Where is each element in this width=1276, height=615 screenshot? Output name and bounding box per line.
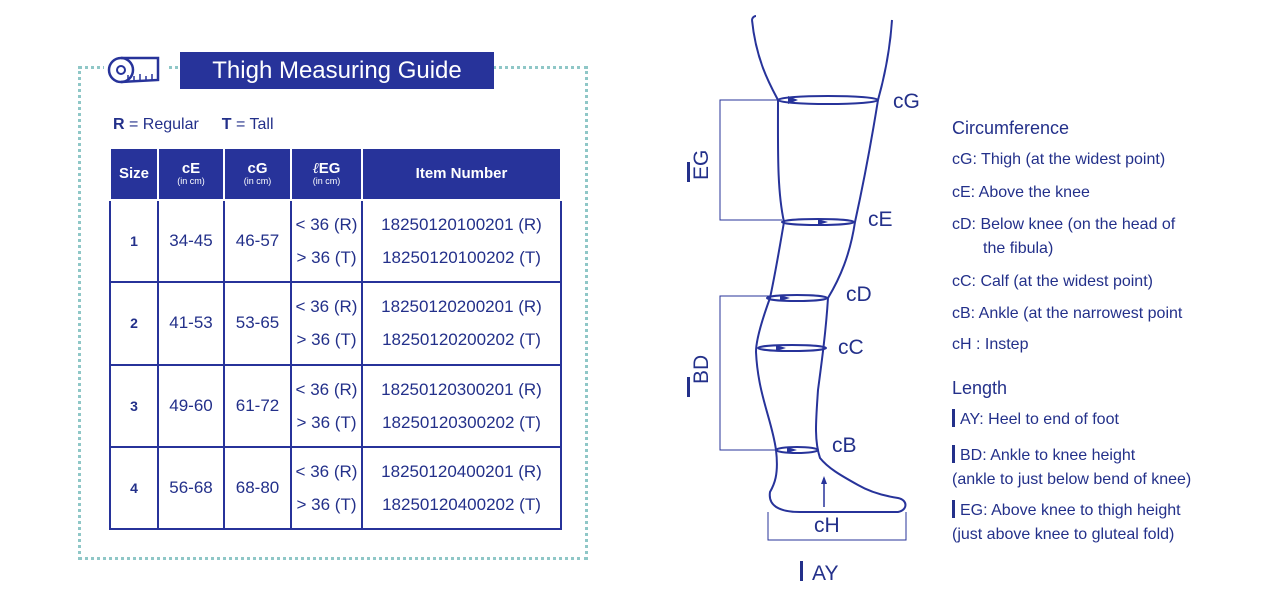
circumference-item: cC: Calf (at the widest point) [952, 273, 1153, 290]
eg-cell: < 36 (R)> 36 (T) [290, 198, 363, 284]
table-row: 1 34-45 46-57 < 36 (R)> 36 (T) 182501201… [109, 198, 562, 284]
length-bar-icon [952, 445, 955, 463]
measuring-tape-icon [104, 50, 168, 90]
circumference-item: cB: Ankle (at the narrowest point [952, 305, 1183, 322]
length-item-cont: (ankle to just below bend of knee) [952, 471, 1192, 488]
ce-cell: 56-68 [157, 445, 225, 531]
size-cell: 2 [109, 281, 159, 366]
circumference-item: cD: Below knee (on the head of [952, 216, 1176, 233]
ce-cell: 41-53 [157, 281, 225, 366]
header-ce: cE(in cm) [157, 147, 225, 201]
bd-bar-icon [687, 377, 690, 397]
label-cg: cG [893, 90, 920, 113]
size-cell: 4 [109, 445, 159, 531]
header-eg: ℓEG(in cm) [290, 147, 363, 201]
length-bar-icon [952, 409, 955, 427]
eg-cell: < 36 (R)> 36 (T) [290, 445, 363, 531]
header-item-number: Item Number [361, 147, 562, 201]
length-item: BD: Ankle to knee height [952, 444, 1135, 468]
eg-cell: < 36 (R)> 36 (T) [290, 363, 363, 448]
label-ce: cE [868, 208, 893, 231]
cg-cell: 46-57 [223, 198, 292, 284]
legend-t-text: = Tall [235, 116, 274, 133]
ce-cell: 34-45 [157, 198, 225, 284]
page-title: Thigh Measuring Guide [180, 52, 494, 89]
ce-cell: 49-60 [157, 363, 225, 448]
eg-cell: < 36 (R)> 36 (T) [290, 281, 363, 366]
item-number-cell: 18250120400201 (R)18250120400202 (T) [361, 445, 562, 531]
circumference-item: cG: Thigh (at the widest point) [952, 151, 1166, 168]
circumference-item: cH : Instep [952, 336, 1029, 353]
table-row: 2 41-53 53-65 < 36 (R)> 36 (T) 182501202… [109, 281, 562, 366]
header-size: Size [109, 147, 159, 201]
item-number-cell: 18250120100201 (R)18250120100202 (T) [361, 198, 562, 284]
length-bar-icon [952, 500, 955, 518]
label-ay: AY [812, 562, 838, 585]
size-cell: 1 [109, 198, 159, 284]
length-heading: Length [952, 378, 1008, 398]
circumference-item-cont: the fibula) [983, 240, 1054, 257]
size-cell: 3 [109, 363, 159, 448]
table-row: 4 56-68 68-80 < 36 (R)> 36 (T) 182501204… [109, 445, 562, 531]
length-item: EG: Above knee to thigh height [952, 499, 1181, 523]
leg-diagram: cG cE cD cC cB cH AY EG BD [687, 15, 920, 585]
legend-r-text: = Regular [129, 116, 199, 133]
legend-t-key: T [221, 116, 232, 133]
item-number-cell: 18250120200201 (R)18250120200202 (T) [361, 281, 562, 366]
leg-outline-back [751, 19, 907, 513]
ay-bar-icon [800, 561, 803, 581]
table-row: 3 49-60 61-72 < 36 (R)> 36 (T) 182501203… [109, 363, 562, 448]
circumference-item: cE: Above the knee [952, 184, 1090, 201]
cg-cell: 53-65 [223, 281, 292, 366]
header-cg: cG(in cm) [223, 147, 292, 201]
cg-cell: 68-80 [223, 445, 292, 531]
label-bd: BD [690, 355, 713, 384]
label-cc: cC [838, 336, 864, 359]
label-ch: cH [814, 514, 840, 537]
size-table: Size cE(in cm) cG(in cm) ℓEG(in cm) Item… [109, 147, 562, 531]
label-eg: EG [690, 150, 713, 180]
table-header-row: Size cE(in cm) cG(in cm) ℓEG(in cm) Item… [109, 147, 562, 201]
label-cd: cD [846, 283, 872, 306]
legend-r-key: R [113, 116, 125, 133]
eg-bar-icon [687, 162, 690, 182]
length-item-cont: (just above knee to gluteal fold) [952, 526, 1175, 543]
length-item: AY: Heel to end of foot [952, 408, 1119, 432]
leg-top-seam [751, 15, 757, 21]
circumference-heading: Circumference [952, 118, 1070, 138]
item-number-cell: 18250120300201 (R)18250120300202 (T) [361, 363, 562, 448]
size-legend: R = Regular T = Tall [113, 116, 274, 134]
cg-cell: 61-72 [223, 363, 292, 448]
label-cb: cB [832, 434, 857, 457]
length-icon: ℓ [312, 159, 319, 178]
